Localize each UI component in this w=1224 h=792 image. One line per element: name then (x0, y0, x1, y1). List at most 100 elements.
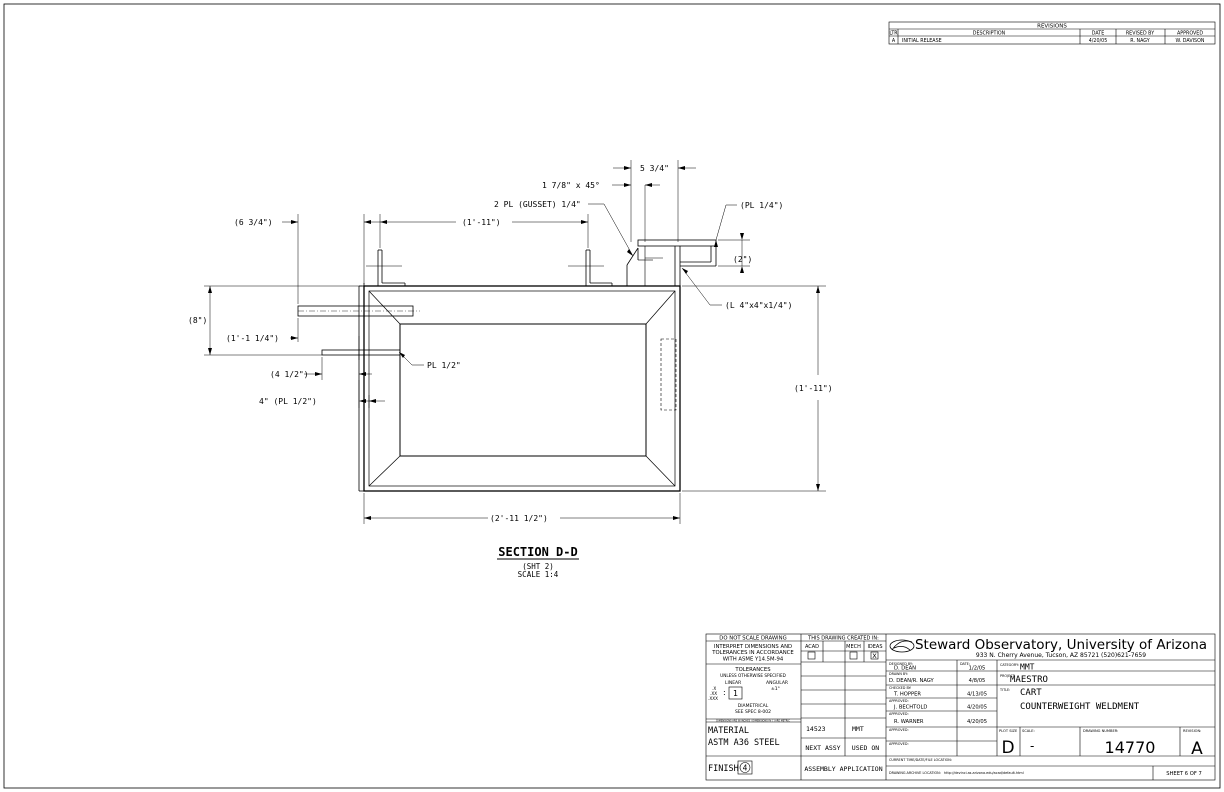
sheet-number: SHEET 6 OF 7 (1166, 771, 1202, 777)
outer-frame (363, 285, 681, 492)
approved4-label: APPROVED: (889, 742, 909, 746)
rev-row-approved: W. DAVISON (1176, 38, 1205, 44)
dimension-labels: 5 3/4" 1 7/8" x 45° 2 PL (GUSSET) 1/4" (… (188, 164, 833, 523)
assembly-application: ASSEMBLY APPLICATION (804, 765, 882, 773)
dim-angle: (L 4"x4"x1/4") (725, 301, 792, 310)
designed-by: D. DEAN (894, 666, 916, 672)
tolerances-dec1: .X (712, 686, 716, 691)
checked-label: CHECKED BY: (889, 686, 912, 690)
title-block-grid (705, 633, 1216, 781)
rev-header-desc: DESCRIPTION (973, 31, 1006, 37)
tolerance-symbol: 1 (733, 689, 738, 698)
section-scale: SCALE 1:4 (518, 570, 559, 579)
tolerances-dec3: .XXX (708, 696, 718, 701)
rev-header-date: DATE (1092, 31, 1104, 37)
tolerances-unless: UNLESS OTHERWISE SPECIFIED (720, 673, 786, 678)
organization-name: Steward Observatory, University of Arizo… (915, 637, 1207, 653)
drawing-number-label: DRAWING NUMBER: (1083, 729, 1118, 733)
tolerances-angular: ANGULAR (766, 680, 788, 686)
note-asme: WITH ASME Y14.5M-94 (723, 657, 784, 663)
drawing-info: CATEGORY: MMT PROJECT: MAESTRO TITLE: CA… (889, 663, 1203, 778)
dim-pl-1-2: PL 1/2" (427, 361, 461, 370)
dim-4-pl-1-2: 4" (PL 1/2") (259, 397, 317, 406)
top-plate (637, 239, 717, 247)
dim-bottom: (2'-11 1/2") (490, 514, 548, 523)
dimension-lines (204, 160, 826, 524)
plot-size-label: PLOT SIZE (999, 729, 1018, 733)
revision-value: A (1191, 739, 1203, 759)
section-sheet: (SHT 2) (522, 562, 554, 571)
date-label: DATE: (960, 662, 970, 666)
material-label: MATERIAL (708, 726, 749, 736)
used-on-label: USED ON (852, 744, 879, 752)
tolerances-diametrical: DIAMETRICAL (738, 703, 769, 709)
scale-label: SCALE: (1022, 729, 1035, 733)
designed-date: 1/2/05 (969, 666, 986, 672)
organization-address: 933 N. Cherry Avenue, Tucson, AZ 85721 (… (976, 652, 1146, 659)
created-opt-acad: ACAD (805, 644, 819, 650)
dim-1-1-1-4: (1'-1 1/4") (226, 334, 279, 343)
note-dont-scale: DO NOT SCALE DRAWING (719, 636, 786, 642)
drawn-label: DRAWN BY: (889, 672, 908, 676)
category-value: MMT (1020, 663, 1035, 672)
revision-label: REVISION: (1183, 729, 1201, 733)
created-title: THIS DRAWING CREATED IN: (807, 636, 879, 642)
dim-5-3-4: 5 3/4" (640, 164, 669, 173)
left-plate (321, 349, 401, 356)
rev-row-ltr: A (892, 38, 896, 44)
title-line2: COUNTERWEIGHT WELDMENT (1020, 702, 1140, 712)
archive-location-label: DRAWING ARCHIVE LOCATION: (889, 771, 941, 775)
category-label: CATEGORY: (1000, 663, 1019, 667)
dim-8: (8") (188, 316, 207, 325)
used-on-value: MMT (852, 725, 864, 733)
project-value: MAESTRO (1010, 675, 1048, 685)
title-line1: CART (1020, 688, 1042, 698)
tolerances-angular-value: ±1° (771, 686, 780, 692)
approved2-label: APPROVED: (889, 712, 909, 716)
project-label: PROJECT: (1000, 674, 1016, 678)
organization-header: Steward Observatory, University of Arizo… (889, 637, 1207, 659)
dim-chamfer: 1 7/8" x 45° (542, 181, 600, 190)
approved1-by: J. BECHTOLD (893, 705, 927, 711)
tolerances-spec: SEE SPEC 8-002 (735, 709, 771, 715)
tolerances-dec2: .XX (710, 691, 717, 696)
revisions-table (888, 21, 1216, 45)
next-assy-label: NEXT ASSY (805, 744, 840, 752)
revisions-title: REVISIONS (1037, 24, 1067, 30)
scale-value: - (1030, 739, 1034, 753)
rev-row-date: 4/20/05 (1089, 38, 1108, 44)
approved1-label: APPROVED: (889, 699, 909, 703)
dimension-arrows (208, 166, 820, 520)
signoff-block: DESIGNED BY: D. DEAN DATE: 1/2/05 DRAWN … (889, 662, 987, 746)
title-label: TITLE: (999, 688, 1010, 692)
rev-header-ltr: LTR (889, 31, 898, 37)
created-opt-ideas: IDEAS (867, 644, 882, 650)
dim-1-11-top: (1'-11") (462, 218, 501, 227)
tolerances-linear: LINEAR (725, 680, 741, 686)
current-location-label: CURRENT TIME/DATE/FILE LOCATION: (889, 758, 952, 762)
rev-header-revisedby: REVISED BY (1126, 31, 1154, 37)
material-value: ASTM A36 STEEL (708, 738, 780, 748)
approved2-by: R. WARNER (894, 719, 924, 725)
rev-row-revisedby: R. NAGY (1130, 38, 1149, 44)
drawn-by: D. DEAN/R. NAGY (889, 678, 935, 684)
plot-size-value: D (1001, 738, 1014, 758)
dim-4-1-2: (4 1/2") (270, 370, 309, 379)
section-title: SECTION D-D (498, 545, 577, 559)
dim-1-11-right: (1'-11") (794, 384, 833, 393)
approved2-date: 4/20/05 (967, 719, 987, 725)
created-ideas-mark: X (872, 652, 877, 660)
designed-label: DESIGNED BY: (889, 662, 913, 666)
inner-opening (399, 323, 647, 457)
tolerances-title: TOLERANCES (734, 667, 771, 673)
general-notes: DO NOT SCALE DRAWING INTERPRET DIMENSION… (708, 636, 794, 775)
dim-gusset: 2 PL (GUSSET) 1/4" (494, 200, 581, 209)
hidden-detail (660, 338, 677, 411)
dim-2: (2") (733, 255, 752, 264)
archive-location: http://devinci.as.arizona.edu/acad/defau… (944, 771, 1024, 775)
drawing-number: 14770 (1105, 738, 1156, 757)
finish-number: 4 (743, 764, 748, 773)
tolerance-colon: : (723, 688, 726, 697)
rev-row-desc: INITIAL RELEASE (902, 38, 942, 44)
